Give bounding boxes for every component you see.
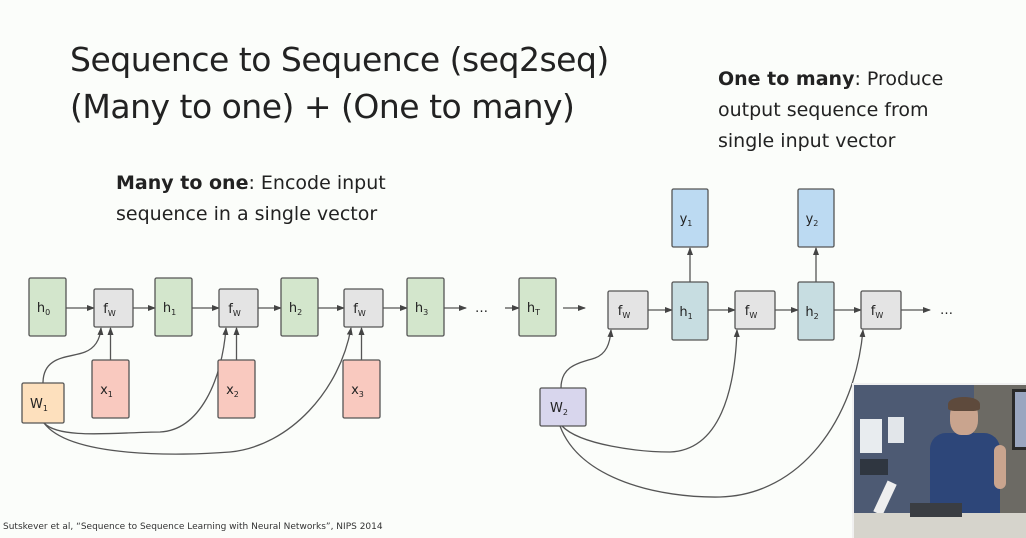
- citation: Sutskever et al, “Sequence to Sequence L…: [3, 522, 383, 532]
- encoder-hidden-h2: h2: [280, 277, 319, 337]
- edge-W1-f2: [43, 327, 229, 435]
- decoder-hidden-h2-label: h2: [805, 305, 818, 321]
- one-to-many-caption: One to many: Produce output sequence fro…: [718, 64, 943, 157]
- decoder-output-y1-rect: [671, 188, 709, 248]
- many-to-one-caption: Many to one: Encode input sequence in a …: [116, 168, 386, 230]
- encoder-ellipsis: …: [475, 301, 488, 316]
- encoder-weight-W1-label: W1: [30, 397, 48, 413]
- encoder-hidden-h2-rect: [280, 277, 319, 337]
- encoder-hidden-h1-label: h1: [163, 301, 176, 317]
- encoder-input-x2-label: x2: [226, 383, 239, 399]
- encoder-function-3: fW: [343, 288, 384, 328]
- decoder-weight-W2-label: W2: [550, 401, 568, 417]
- video-robot-arm: [873, 480, 897, 516]
- decoder-output-y1-label: y1: [680, 212, 693, 228]
- encoder-weight-W1-rect: [21, 382, 65, 424]
- encoder-function-3-rect: [343, 288, 384, 328]
- encoder-hidden-h2-label: h2: [289, 301, 302, 317]
- slide-title-line-2: (Many to one) + (One to many): [70, 87, 575, 126]
- encoder-input-x2: x2: [217, 359, 256, 419]
- decoder-function-1-rect: [607, 290, 649, 330]
- many-to-one-desc-1: : Encode input: [248, 172, 386, 194]
- decoder-hidden-h2: h2: [797, 281, 835, 341]
- encoder-hidden-h3: h3: [406, 277, 445, 337]
- many-to-one-desc-2: sequence in a single vector: [116, 203, 378, 225]
- one-to-many-desc-3: single input vector: [718, 130, 896, 152]
- encoder-input-x3-rect: [342, 359, 381, 419]
- decoder-weight-W2: W2: [539, 387, 587, 427]
- encoder-hidden-h1: h1: [154, 277, 193, 337]
- encoder-function-2: fW: [218, 288, 259, 328]
- video-desk: [854, 513, 1026, 538]
- decoder-weight-W2-rect: [539, 387, 587, 427]
- one-to-many-label: One to many: [718, 68, 855, 90]
- encoder-hidden-hT-label: hT: [527, 301, 540, 317]
- one-to-many-desc-1: : Produce: [854, 68, 944, 90]
- video-poster: [888, 417, 904, 443]
- decoder-function-2-rect: [734, 290, 776, 330]
- encoder-input-x3: x3: [342, 359, 381, 419]
- decoder-output-y2-rect: [797, 188, 835, 248]
- encoder-function-1-rect: [93, 288, 134, 328]
- encoder-function-2-label: fW: [228, 302, 241, 318]
- decoder-hidden-h1-label: h1: [679, 305, 692, 321]
- encoder-function-3-label: fW: [353, 302, 366, 318]
- edge-W1-f3: [43, 327, 353, 455]
- decoder-ellipsis: …: [940, 303, 953, 318]
- encoder-hidden-h3-rect: [406, 277, 445, 337]
- decoder-hidden-h1-rect: [671, 281, 709, 341]
- encoder-input-x3-label: x3: [351, 383, 364, 399]
- video-window: [1012, 389, 1026, 450]
- encoder-function-1: fW: [93, 288, 134, 328]
- encoder-hidden-h1-rect: [154, 277, 193, 337]
- encoder-hidden-hT: hT: [518, 277, 557, 337]
- encoder-input-x2-rect: [217, 359, 256, 419]
- video-panel: [860, 459, 888, 475]
- decoder-function-1-label: fW: [618, 304, 631, 320]
- encoder-hidden-h3-label: h3: [415, 301, 428, 317]
- edge-W2-f3: [559, 329, 866, 498]
- slide-title: Sequence to Sequence (seq2seq) (Many to …: [70, 36, 609, 130]
- decoder-function-2: fW: [734, 290, 776, 330]
- encoder-hidden-h0-rect: [28, 277, 67, 337]
- decoder-hidden-h2-rect: [797, 281, 835, 341]
- decoder-function-3-rect: [860, 290, 902, 330]
- encoder-function-2-rect: [218, 288, 259, 328]
- encoder-hidden-hT-rect: [518, 277, 557, 337]
- decoder-function-2-label: fW: [745, 304, 758, 320]
- decoder-output-y2-label: y2: [806, 212, 819, 228]
- decoder-output-y2: y2: [797, 188, 835, 248]
- edge-W2-f1: [560, 329, 614, 389]
- encoder-weight-W1: W1: [21, 382, 65, 424]
- slide-title-line-1: Sequence to Sequence (seq2seq): [70, 40, 609, 79]
- decoder-output-y1: y1: [671, 188, 709, 248]
- encoder-function-1-label: fW: [103, 302, 116, 318]
- one-to-many-desc-2: output sequence from: [718, 99, 929, 121]
- encoder-input-x1: x1: [91, 359, 130, 419]
- many-to-one-label: Many to one: [116, 172, 249, 194]
- encoder-input-x1-rect: [91, 359, 130, 419]
- video-poster: [860, 419, 882, 453]
- decoder-function-3: fW: [860, 290, 902, 330]
- encoder-hidden-h0-label: h0: [37, 301, 50, 317]
- edge-W1-f1: [42, 327, 104, 384]
- encoder-hidden-h0: h0: [28, 277, 67, 337]
- decoder-function-3-label: fW: [871, 304, 884, 320]
- diagram-edges: [42, 247, 931, 498]
- speaker-video-inset: [852, 383, 1026, 538]
- decoder-hidden-h1: h1: [671, 281, 709, 341]
- speaker-hair: [948, 397, 980, 411]
- decoder-function-1: fW: [607, 290, 649, 330]
- speaker-arm: [994, 445, 1006, 489]
- video-laptop: [910, 503, 962, 517]
- edge-W2-f2: [561, 329, 740, 453]
- encoder-input-x1-label: x1: [100, 383, 113, 399]
